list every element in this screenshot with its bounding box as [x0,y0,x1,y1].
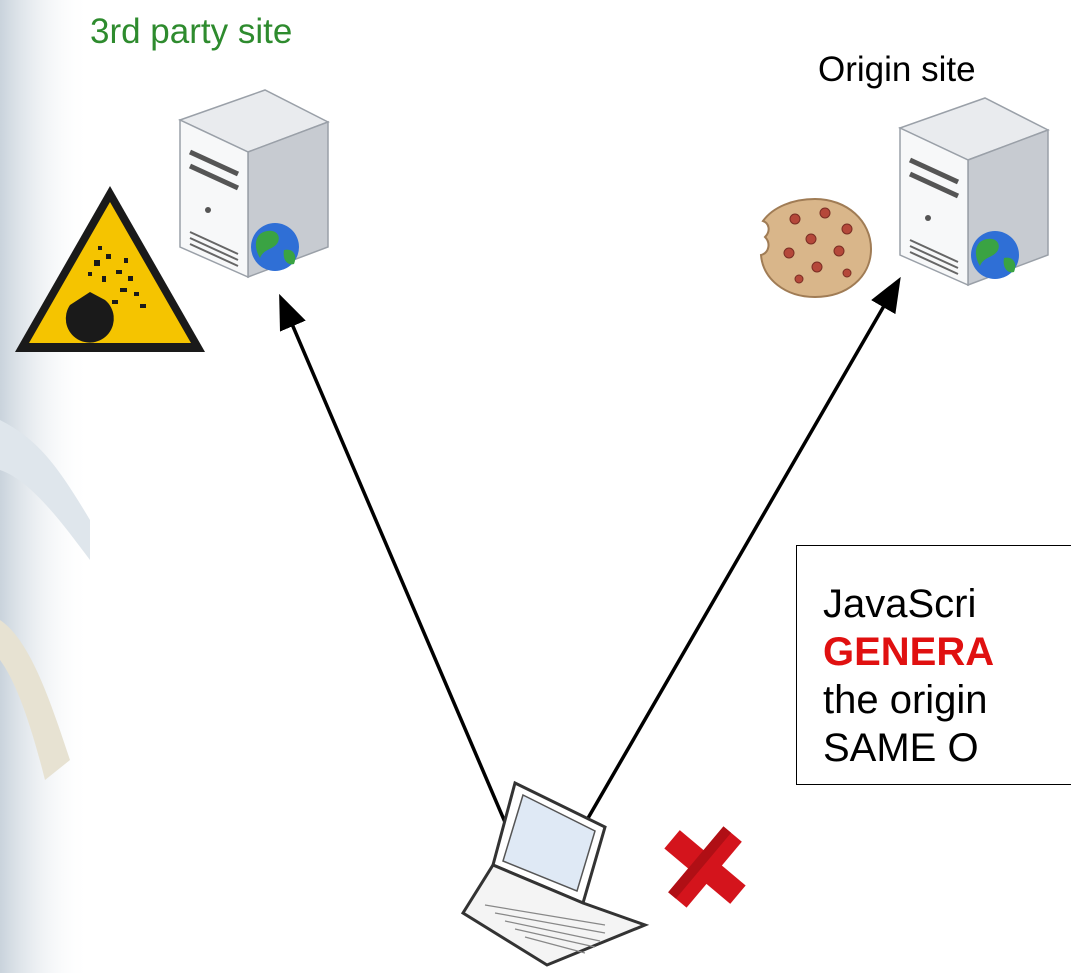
callout-line-3: the origin [823,678,988,722]
third-party-site-label: 3rd party site [90,12,293,51]
callout-line-1: JavaScri [823,582,977,626]
callout-line-2-emphasis: GENERA [823,630,995,674]
origin-server-icon [898,97,1050,287]
arrow-to-third-party [279,293,521,856]
cookie-icon [759,197,873,299]
background-swoosh [0,0,90,973]
third-party-server-icon [178,89,330,279]
same-origin-callout: JavaScri GENERA the origin SAME O [796,545,1071,785]
origin-site-label: Origin site [818,50,976,89]
callout-line-4: SAME O [823,726,979,770]
arrow-to-origin [578,276,901,833]
explosive-hazard-icon [15,186,205,352]
laptop-icon [460,780,650,967]
red-cross-icon [664,826,746,908]
